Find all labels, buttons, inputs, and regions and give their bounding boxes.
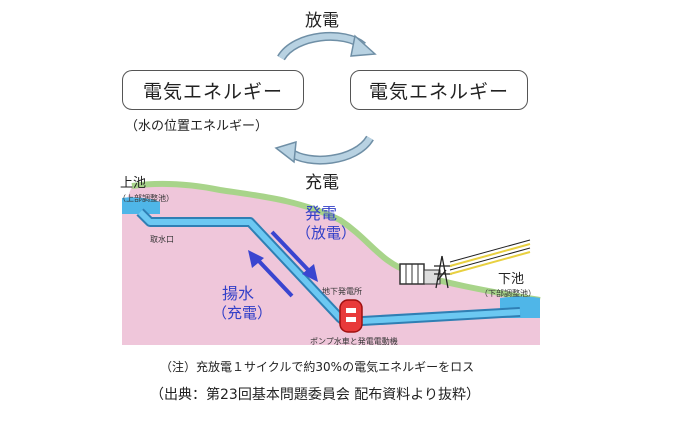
upper-pond-label: 上池 <box>120 176 147 191</box>
generation-label: 発電 <box>305 204 338 223</box>
pump-turbine-label: ポンプ水車と発電電動機 <box>310 337 398 346</box>
pumping-label: 揚水 <box>222 284 255 303</box>
charge-label: 充電 <box>305 173 339 193</box>
left-energy-box: 電気エネルギー <box>122 70 304 110</box>
discharge-cycle-arrow-icon <box>277 31 377 61</box>
loss-note: （注）充放電１サイクルで約30%の電気エネルギーをロス <box>160 360 475 374</box>
underground-plant-label: 地下発電所 <box>322 287 362 296</box>
generation-sub-label: （放電） <box>296 224 357 242</box>
right-energy-box: 電気エネルギー <box>350 70 528 110</box>
charge-cycle-arrow-icon <box>274 135 374 165</box>
pumping-sub-label: （充電） <box>212 304 273 322</box>
intake-label: 取水口 <box>150 235 174 244</box>
left-energy-label: 電気エネルギー <box>142 80 283 103</box>
right-energy-label: 電気エネルギー <box>368 80 509 103</box>
lower-dam-label: （下部調整池） <box>480 289 536 298</box>
discharge-label: 放電 <box>305 11 339 31</box>
lower-pond-label: 下池 <box>498 272 525 287</box>
source-note: （出典：第23回基本問題委員会 配布資料より抜粋） <box>150 387 480 403</box>
upper-dam-label: （上部調整池） <box>118 194 174 203</box>
water-position-energy-label: （水の位置エネルギー） <box>125 119 269 134</box>
